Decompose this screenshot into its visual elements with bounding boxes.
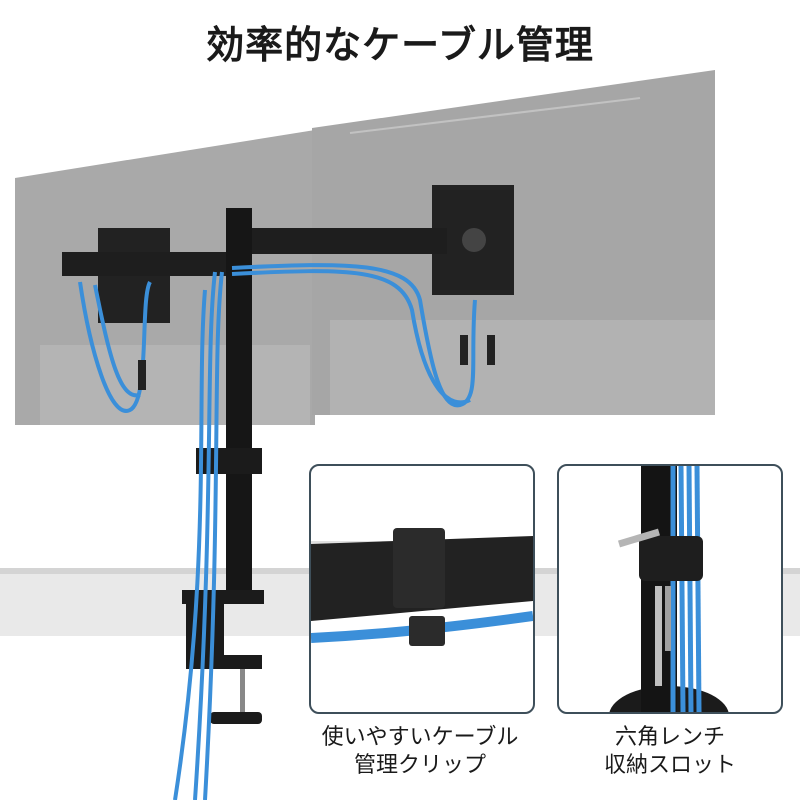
caption-line: 管理クリップ bbox=[353, 753, 486, 778]
cable-clip bbox=[393, 528, 445, 608]
hex-wrench bbox=[655, 586, 662, 686]
left-arm bbox=[62, 252, 232, 276]
caption-line: 使いやすいケーブル bbox=[321, 725, 519, 750]
clamp bbox=[182, 590, 264, 604]
hex-wrench-caption: 六角レンチ 収納スロット bbox=[557, 724, 783, 780]
caption-line: 収納スロット bbox=[603, 753, 736, 778]
cables bbox=[78, 263, 477, 800]
right-arm bbox=[232, 228, 447, 254]
cable-clip-illustration bbox=[311, 528, 533, 646]
wrench-slot bbox=[639, 536, 703, 581]
caption-line: 六角レンチ bbox=[614, 725, 725, 750]
cable-clip-caption: 使いやすいケーブル 管理クリップ bbox=[300, 724, 540, 780]
headline: 効率的なケーブル管理 bbox=[206, 23, 594, 67]
hex-wrench-illustration bbox=[609, 466, 729, 712]
cable-clip-panel bbox=[309, 464, 535, 714]
hex-wrench-slot-panel bbox=[557, 464, 783, 714]
